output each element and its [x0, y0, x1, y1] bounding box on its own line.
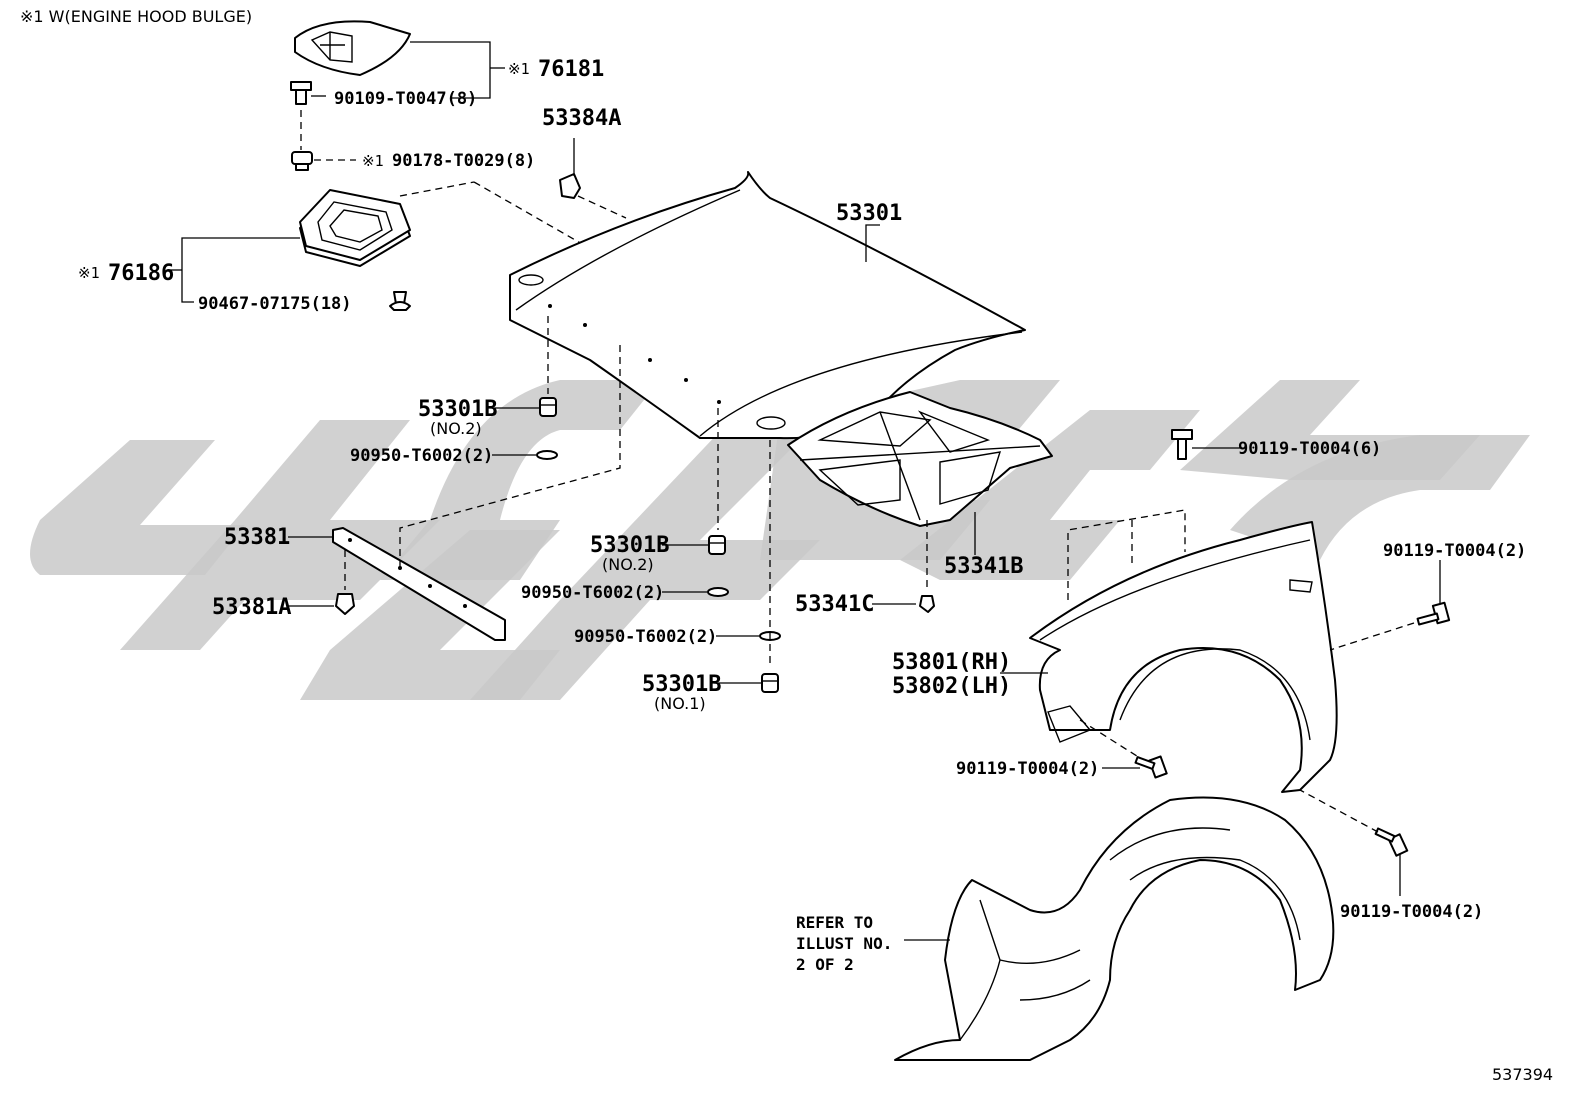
bolt-90119-right-icon	[1416, 601, 1451, 626]
dash-90119-lower-right	[1299, 789, 1379, 833]
cushion-53301b-low-icon	[761, 673, 779, 693]
leader-76181	[410, 41, 491, 99]
sub-53301b-mid: (NO.2)	[602, 555, 654, 574]
dash-fender-top	[1067, 509, 1186, 600]
mark-76181: ※1	[508, 60, 530, 78]
bulge-note: ※1 W(ENGINE HOOD BULGE)	[20, 7, 252, 26]
seal-90950-mid-icon	[707, 587, 729, 597]
front-fender-part	[1029, 521, 1338, 793]
clip-53341c-icon	[919, 595, 935, 613]
label-53802[interactable]: 53802(LH)	[892, 674, 1011, 699]
label-76186[interactable]: 76186	[108, 261, 174, 286]
label-90950-upper[interactable]: 90950-T6002(2)	[350, 446, 493, 466]
label-53341b[interactable]: 53341B	[944, 554, 1023, 579]
label-53381[interactable]: 53381	[224, 525, 290, 550]
label-90467[interactable]: 90467-07175(18)	[198, 294, 352, 314]
bolt-90119-top-icon	[1171, 429, 1193, 460]
label-90950-mid[interactable]: 90950-T6002(2)	[521, 583, 664, 603]
bolt-90109-icon	[290, 81, 312, 105]
label-53301b-mid[interactable]: 53301B	[590, 533, 669, 558]
refer-line-3: 2 OF 2	[796, 955, 854, 974]
sub-53301b-low: (NO.1)	[654, 694, 706, 713]
fender-liner-part	[894, 796, 1335, 1061]
label-53801[interactable]: 53801(RH)	[892, 650, 1011, 675]
label-53301b-upper[interactable]: 53301B	[418, 397, 497, 422]
label-90119-right[interactable]: 90119-T0004(2)	[1383, 541, 1526, 561]
dash-53384a	[577, 195, 627, 219]
seal-90950-upper-icon	[536, 450, 558, 460]
dash-90119-right	[1329, 622, 1415, 651]
label-90119-bottom[interactable]: 90119-T0004(2)	[956, 759, 1099, 779]
label-90109[interactable]: 90109-T0047(8)	[334, 89, 477, 109]
label-90178[interactable]: 90178-T0029(8)	[392, 151, 535, 171]
refer-line-2: ILLUST NO.	[796, 934, 892, 953]
dash-76186-hood	[399, 181, 475, 197]
sub-53301b-upper: (NO.2)	[430, 419, 482, 438]
label-90119-lower-right[interactable]: 90119-T0004(2)	[1340, 902, 1483, 922]
label-90119-top[interactable]: 90119-T0004(6)	[1238, 439, 1381, 459]
label-53381a[interactable]: 53381A	[212, 595, 291, 620]
label-76181[interactable]: 76181	[538, 57, 604, 82]
leader-53301	[865, 224, 880, 262]
leader-76186	[181, 237, 300, 303]
clip-53384a-icon	[559, 173, 581, 199]
label-53341c[interactable]: 53341C	[795, 592, 874, 617]
bolt-90119-lower-right-icon	[1374, 827, 1409, 857]
label-53301b-low[interactable]: 53301B	[642, 672, 721, 697]
refer-line-1: REFER TO	[796, 913, 873, 932]
hood-insulator-part	[787, 391, 1053, 527]
hood-support-rod-part	[332, 527, 506, 641]
bolt-90119-bottom-icon	[1134, 755, 1168, 779]
clip-53381a-icon	[335, 593, 355, 615]
label-53384a[interactable]: 53384A	[542, 106, 621, 131]
clip-90467-icon	[389, 291, 411, 311]
label-53301[interactable]: 53301	[836, 201, 902, 226]
hood-bulge-part	[294, 20, 411, 76]
mark-90178: ※1	[362, 152, 384, 170]
label-90950-low[interactable]: 90950-T6002(2)	[574, 627, 717, 647]
cushion-53301b-upper-icon	[539, 397, 557, 417]
hood-seal-part	[299, 189, 411, 267]
hood-panel-part	[509, 171, 1026, 440]
illustration-number: 537394	[1492, 1065, 1553, 1084]
cushion-53301b-mid-icon	[708, 535, 726, 555]
nut-90178-icon	[291, 151, 313, 171]
mark-76186: ※1	[78, 264, 100, 282]
